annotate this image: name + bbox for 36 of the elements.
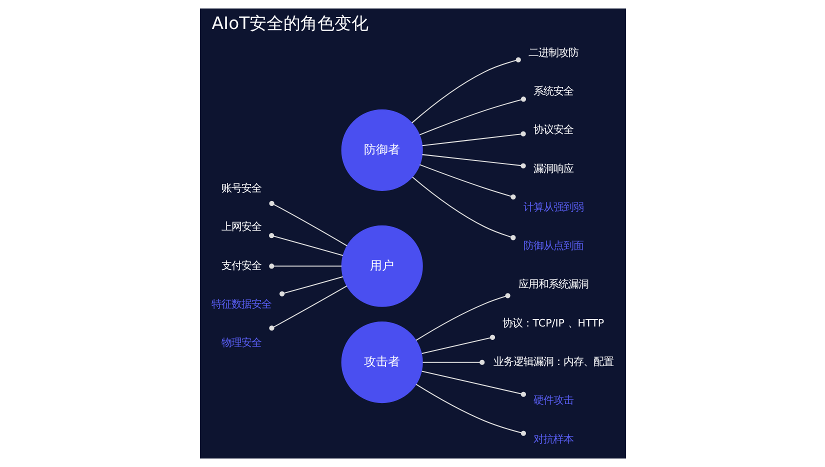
connector [415, 293, 510, 341]
node-circle: 防御者 [340, 109, 422, 191]
connector [268, 233, 343, 256]
node-text: 二进制攻防 [528, 46, 578, 59]
node-text: 账号安全 [221, 182, 262, 194]
connector [411, 57, 520, 124]
connector [421, 334, 495, 354]
node-text: 漏洞响应 [532, 162, 573, 175]
node-text: 硬件攻击 [532, 394, 573, 407]
node-circle: 用户 [340, 225, 422, 307]
node-text: 计算从强到弱 [522, 201, 583, 214]
connector [422, 131, 526, 146]
connector [412, 176, 516, 240]
connector [268, 200, 347, 246]
connector [422, 154, 526, 168]
connector [268, 264, 342, 269]
node-text: 上网安全 [221, 221, 262, 234]
node-text: 应用和系统漏洞 [518, 278, 588, 291]
node-text: 对抗样本 [532, 433, 573, 446]
node-circle: 攻击者 [340, 322, 422, 404]
connector [418, 96, 526, 136]
node-text: 协议安全 [532, 124, 573, 136]
node-text: 物理安全 [221, 337, 262, 350]
connector [421, 370, 526, 397]
node-text: 特征数据安全 [211, 298, 272, 310]
connector [278, 276, 343, 296]
diagram-title: AIoT安全的角色变化 [211, 14, 368, 34]
connector [268, 286, 347, 331]
node-text: 业务逻辑漏洞：内存、配置 [492, 356, 613, 368]
connector [422, 360, 484, 365]
node-text: 系统安全 [532, 85, 573, 98]
connector [419, 164, 516, 200]
connector [415, 384, 526, 436]
node-text: 支付安全 [221, 260, 262, 272]
node-text: 防御从点到面 [522, 240, 583, 252]
node-text: 协议：TCP/IP 、HTTP [502, 317, 604, 330]
